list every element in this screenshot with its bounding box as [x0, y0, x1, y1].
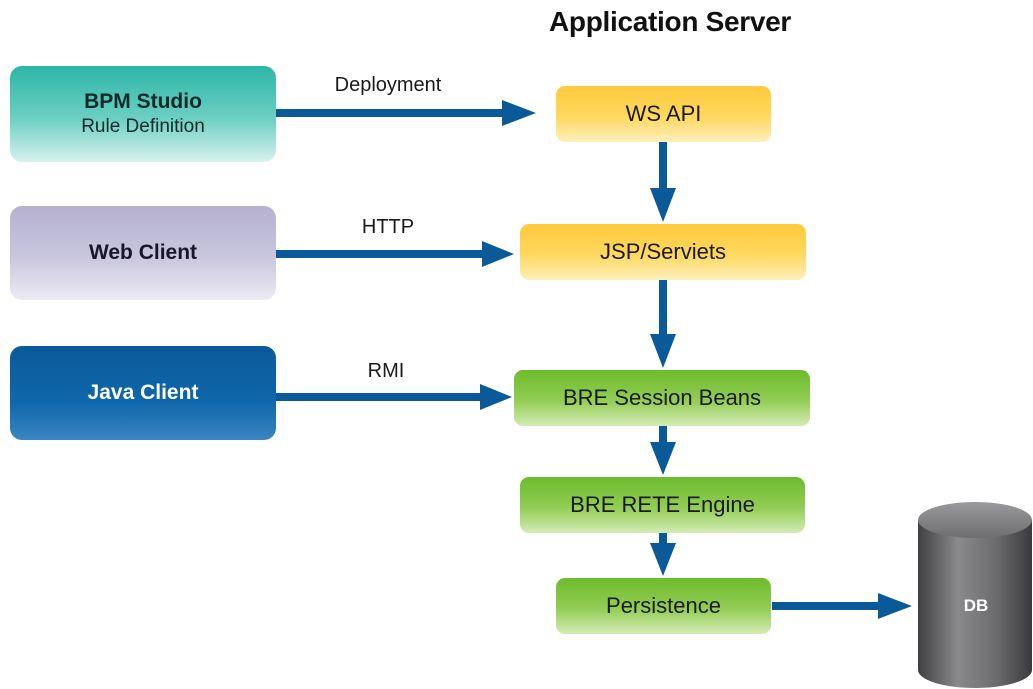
- bpm-studio-subtitle: Rule Definition: [81, 116, 205, 137]
- beans-to-rete-arrow: [650, 426, 676, 475]
- rmi-label: RMI: [367, 360, 405, 382]
- java-client-box: Java Client: [10, 346, 276, 440]
- ws-to-jsp-arrow: [650, 142, 676, 222]
- rmi-arrow: [276, 384, 512, 410]
- jsp-to-beans-arrow: [650, 280, 676, 368]
- java-client-name: Java Client: [87, 381, 199, 404]
- web-client-box: Web Client: [10, 206, 276, 300]
- http-label: HTTP: [361, 216, 415, 238]
- diagram-title: Application Server: [548, 6, 791, 37]
- http-arrow: [276, 241, 514, 267]
- jsp-servlets-box: JSP/Serviets: [520, 224, 806, 280]
- rete-engine-box: BRE RETE Engine: [520, 477, 805, 533]
- web-client-name: Web Client: [88, 241, 198, 264]
- db-label: DB: [963, 596, 989, 615]
- ws-api-box: WS API: [556, 86, 771, 142]
- persistence-box: Persistence: [556, 578, 771, 634]
- session-beans-box: BRE Session Beans: [514, 370, 810, 426]
- bpm-studio-box: BPM Studio Rule Definition: [10, 66, 276, 162]
- db-arrow: [772, 593, 912, 619]
- deployment-arrow: [276, 100, 536, 126]
- rete-to-persistence-arrow: [650, 533, 676, 576]
- bpm-studio-name: BPM Studio: [84, 90, 202, 113]
- deployment-label: Deployment: [334, 74, 442, 96]
- database-cylinder: [918, 502, 1032, 688]
